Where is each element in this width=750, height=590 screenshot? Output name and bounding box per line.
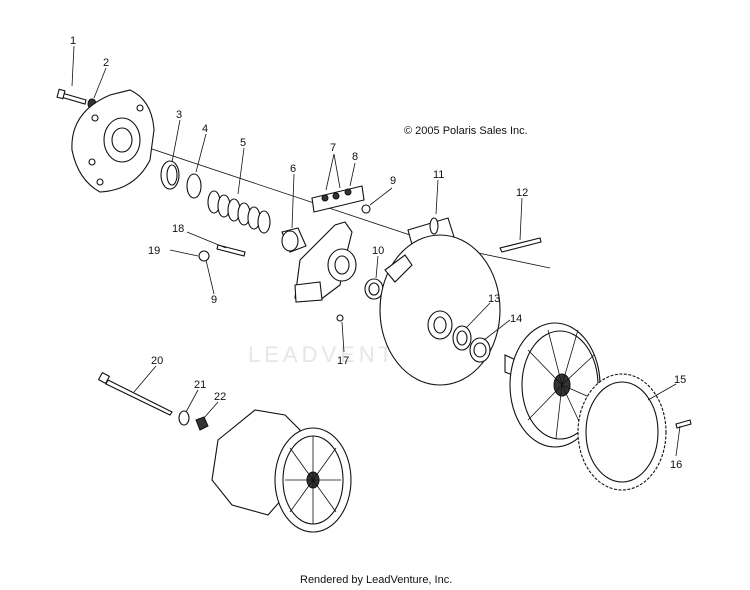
footer-text: Rendered by LeadVenture, Inc.: [300, 574, 452, 586]
callout-15: 15: [674, 374, 686, 386]
part-21-washer: [178, 410, 190, 426]
callout-18: 18: [172, 223, 184, 235]
leader-lines: [71, 45, 681, 457]
part-18-pin: [216, 244, 246, 257]
callout-1: 1: [70, 35, 76, 47]
callout-17: 17: [337, 355, 349, 367]
part-22-nut: [195, 416, 209, 431]
callout-13: 13: [488, 293, 500, 305]
part-6-bushing: [281, 227, 307, 253]
callout-14: 14: [510, 313, 522, 325]
callout-2: 2: [103, 57, 109, 69]
part-17-screw: [336, 314, 344, 322]
part-12-pin: [499, 237, 542, 253]
part-16-screw: [675, 419, 692, 429]
part-5-spring: [207, 190, 271, 234]
callout-4: 4: [202, 123, 208, 135]
callout-10: 10: [372, 245, 384, 257]
part-19-roller: [198, 250, 210, 262]
part-14-bushing: [469, 337, 491, 363]
part-7-8-bracket: [311, 185, 365, 213]
callout-labels: 1 2 3 4 5 6 7 8 9 9 10 11 12 13 14 15 16…: [70, 35, 686, 471]
part-4-snap-ring: [186, 173, 202, 199]
part-13-bushing: [452, 325, 472, 351]
part-10-washer: [364, 278, 384, 300]
callout-5: 5: [240, 137, 246, 149]
callout-9-lower: 9: [211, 294, 217, 306]
callout-16: 16: [670, 459, 682, 471]
copyright-text: © 2005 Polaris Sales Inc.: [404, 125, 528, 137]
callout-8: 8: [352, 151, 358, 163]
part-fixed-sheave: [504, 322, 601, 448]
callout-3: 3: [176, 109, 182, 121]
part-3-ring: [160, 160, 180, 190]
callout-19: 19: [148, 245, 160, 257]
callout-12: 12: [516, 187, 528, 199]
callout-6: 6: [290, 163, 296, 175]
callout-20: 20: [151, 355, 163, 367]
callout-7: 7: [330, 142, 336, 154]
part-20-bolt: [97, 371, 173, 416]
part-spider-arm: [294, 221, 357, 303]
part-moveable-sheave: [379, 234, 501, 386]
part-9-plug-upper: [361, 204, 371, 214]
callout-21: 21: [194, 379, 206, 391]
part-15-ring-gear: [577, 373, 667, 491]
callout-22: 22: [214, 391, 226, 403]
part-drive-clutch: [211, 409, 352, 533]
callout-9-upper: 9: [390, 175, 396, 187]
part-1-bolt: [56, 88, 87, 105]
callout-11: 11: [433, 169, 444, 181]
part-cover-plate: [71, 89, 155, 193]
